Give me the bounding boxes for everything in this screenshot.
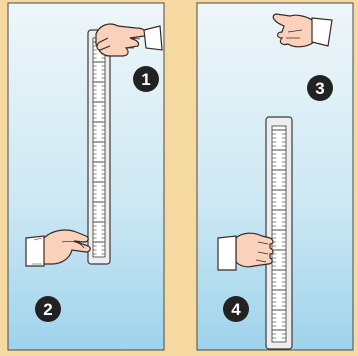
step-badge-2: 2 xyxy=(35,296,61,322)
ruler-left xyxy=(88,30,110,264)
step-badge-3: 3 xyxy=(307,75,333,101)
left-panel: 1 2 xyxy=(8,3,164,350)
ruler-right xyxy=(266,117,292,349)
ruler-left-scale xyxy=(93,38,105,257)
step-number-2: 2 xyxy=(43,300,52,319)
hand-catching-ruler-icon xyxy=(218,233,273,270)
step-number-4: 4 xyxy=(231,300,241,319)
step-badge-1: 1 xyxy=(133,66,159,92)
right-panel: 3 4 xyxy=(197,3,353,350)
step-number-1: 1 xyxy=(141,70,150,89)
step-badge-4: 4 xyxy=(223,296,249,322)
step-number-3: 3 xyxy=(315,79,324,98)
left-panel-background xyxy=(8,3,164,350)
hand-released-icon xyxy=(273,14,332,47)
